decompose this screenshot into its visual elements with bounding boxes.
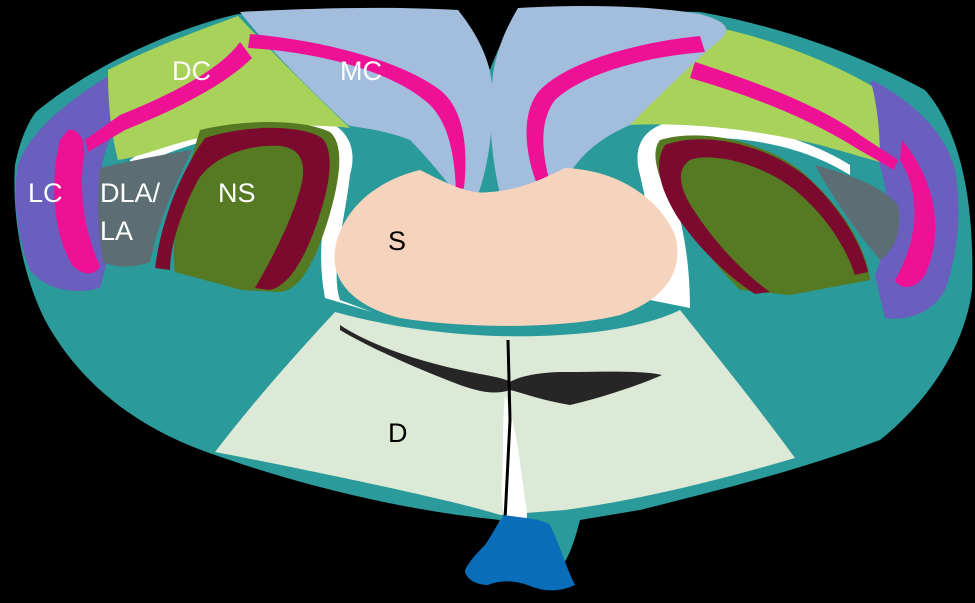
- septum: [334, 168, 677, 326]
- label-lc: LC: [28, 178, 63, 208]
- label-dla: DLA/: [100, 178, 161, 208]
- label-mc: MC: [340, 56, 382, 86]
- label-ns: NS: [218, 178, 256, 208]
- label-s: S: [388, 226, 406, 256]
- label-la: LA: [100, 216, 133, 246]
- label-d: D: [388, 418, 408, 448]
- label-dc: DC: [172, 56, 211, 86]
